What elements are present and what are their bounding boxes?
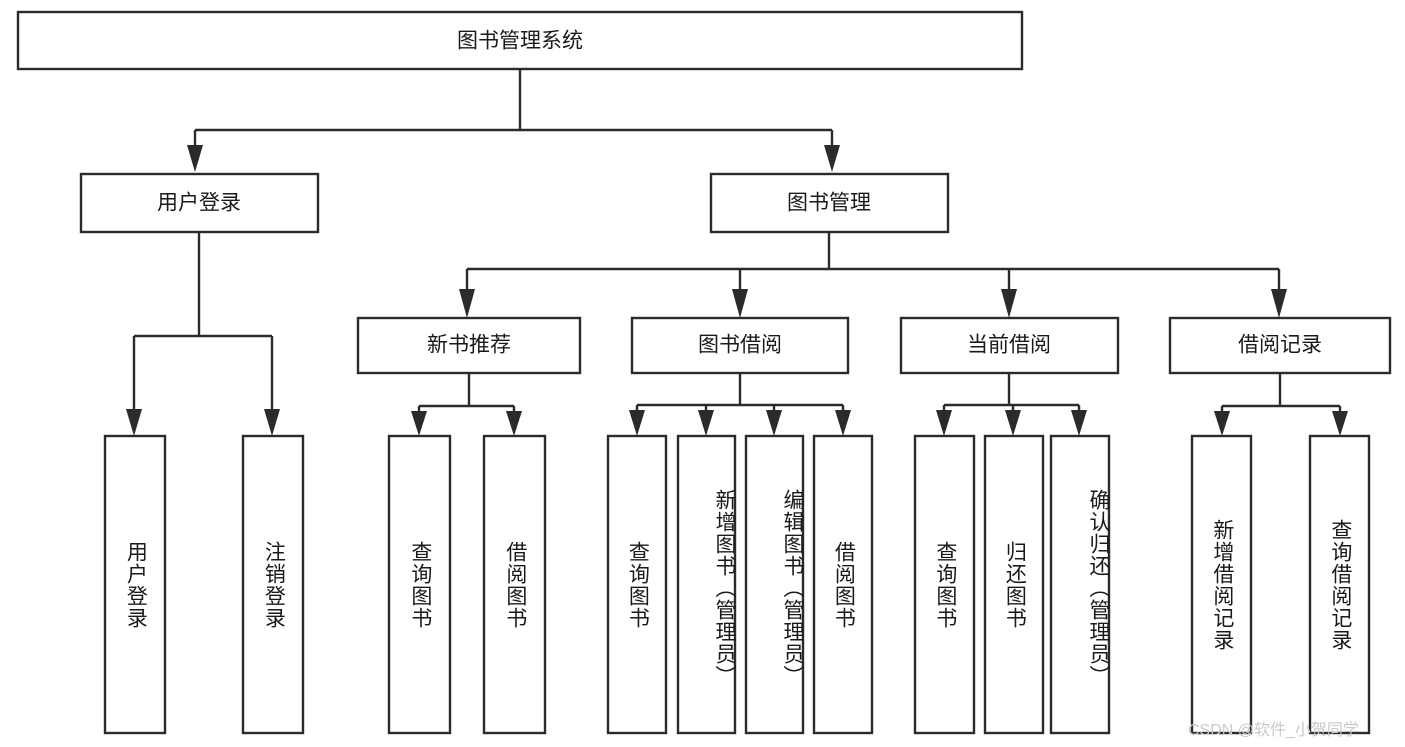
arrow-to-leaf-current-confirm bbox=[1071, 410, 1087, 436]
arrow-to-leaf-record-query bbox=[1332, 411, 1348, 436]
connector-current-borrow-to-leaves bbox=[936, 373, 1087, 436]
node-leaf-recommend-borrow-box[interactable] bbox=[482, 434, 547, 735]
node-leaf-borrow-query-box[interactable] bbox=[606, 434, 668, 735]
node-leaf-user-logout-box[interactable] bbox=[241, 434, 305, 735]
arrow-to-leaf-borrow-borrow bbox=[835, 410, 851, 436]
node-book-borrow[interactable]: 图书借阅 bbox=[630, 316, 850, 375]
node-leaf-record-add-box[interactable] bbox=[1190, 434, 1253, 735]
arrow-to-book-management bbox=[824, 145, 840, 172]
connector-book-borrow-to-leaves bbox=[629, 373, 851, 436]
arrow-to-book-borrow bbox=[732, 289, 748, 318]
arrow-to-leaf-recommend-borrow bbox=[506, 411, 522, 436]
arrow-to-leaf-record-add bbox=[1214, 411, 1230, 436]
node-new-book-recommend-label: 新书推荐 bbox=[427, 334, 511, 357]
node-book-management-label: 图书管理 bbox=[787, 192, 871, 215]
node-leaf-record-query-box[interactable] bbox=[1308, 434, 1371, 735]
connector-user-login-to-leaves bbox=[126, 232, 280, 436]
node-current-borrow-box bbox=[899, 316, 1120, 375]
arrow-to-user-login bbox=[187, 145, 203, 172]
arrow-to-leaf-borrow-add bbox=[698, 410, 714, 436]
node-leaf-recommend-query-box[interactable] bbox=[387, 434, 452, 735]
connector-borrow-record-to-leaves bbox=[1214, 373, 1348, 436]
node-borrow-record[interactable]: 借阅记录 bbox=[1168, 316, 1392, 375]
node-book-management[interactable]: 图书管理 bbox=[709, 172, 950, 234]
node-leaf-current-return-box[interactable] bbox=[983, 434, 1045, 735]
arrow-to-borrow-record bbox=[1271, 289, 1287, 318]
node-user-login[interactable]: 用户登录 bbox=[79, 172, 320, 234]
node-leaf-current-query-box[interactable] bbox=[913, 434, 976, 735]
arrow-to-leaf-current-query bbox=[936, 410, 952, 436]
node-leaf-current-confirm-box[interactable] bbox=[1049, 434, 1111, 735]
node-new-book-recommend-box bbox=[356, 316, 582, 375]
node-leaf-user-login-box[interactable] bbox=[103, 434, 167, 735]
node-root-box bbox=[16, 10, 1024, 71]
node-leaf-borrow-edit-box[interactable] bbox=[744, 434, 805, 735]
node-root[interactable]: 图书管理系统 bbox=[16, 10, 1024, 71]
node-book-borrow-label: 图书借阅 bbox=[698, 334, 782, 357]
node-current-borrow[interactable]: 当前借阅 bbox=[899, 316, 1120, 375]
node-borrow-record-label: 借阅记录 bbox=[1238, 334, 1322, 357]
arrow-to-leaf-recommend-query bbox=[411, 411, 427, 436]
node-root-label: 图书管理系统 bbox=[457, 30, 583, 53]
connector-new-book-recommend-to-leaves bbox=[411, 373, 522, 436]
csdn-watermark: CSDN @软件_小贺同学 bbox=[1188, 722, 1359, 739]
connector-root-to-level2 bbox=[187, 69, 840, 172]
connector-book-management-to-level3 bbox=[459, 232, 1287, 318]
node-user-login-label: 用户登录 bbox=[157, 192, 241, 215]
arrow-to-leaf-borrow-query bbox=[629, 410, 645, 436]
arrow-to-current-borrow bbox=[1001, 289, 1017, 318]
node-current-borrow-label: 当前借阅 bbox=[967, 334, 1051, 357]
arrow-to-leaf-borrow-edit bbox=[766, 410, 782, 436]
node-leaf-borrow-add-box[interactable] bbox=[676, 434, 737, 735]
node-new-book-recommend[interactable]: 新书推荐 bbox=[356, 316, 582, 375]
node-leaf-borrow-borrow-box[interactable] bbox=[812, 434, 874, 735]
arrow-to-leaf-current-return bbox=[1005, 410, 1021, 436]
node-user-login-box bbox=[79, 172, 320, 234]
arrow-to-leaf-user-login bbox=[126, 409, 142, 436]
arrow-to-new-book-recommend bbox=[459, 289, 475, 318]
arrow-to-leaf-user-logout bbox=[264, 409, 280, 436]
